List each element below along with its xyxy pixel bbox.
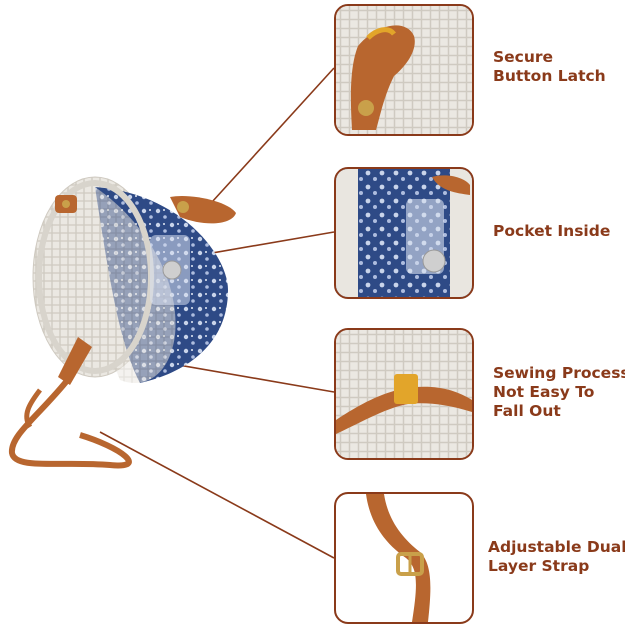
inset-latch-image <box>334 4 474 136</box>
feature-label-strap: Adjustable Dual Layer Strap <box>488 538 625 575</box>
feature-label-sewing: Sewing Process Not Easy To Fall Out <box>493 364 625 420</box>
inset-pocket-image <box>334 167 474 299</box>
connector-latch <box>211 67 335 203</box>
inset-strap-image <box>334 492 474 624</box>
rattan-bag-image <box>8 176 236 469</box>
feature-label-latch: Secure Button Latch <box>493 48 606 85</box>
feature-label-pocket: Pocket Inside <box>493 222 611 240</box>
connector-strap <box>99 431 335 559</box>
inset-sewing-image <box>334 328 474 460</box>
